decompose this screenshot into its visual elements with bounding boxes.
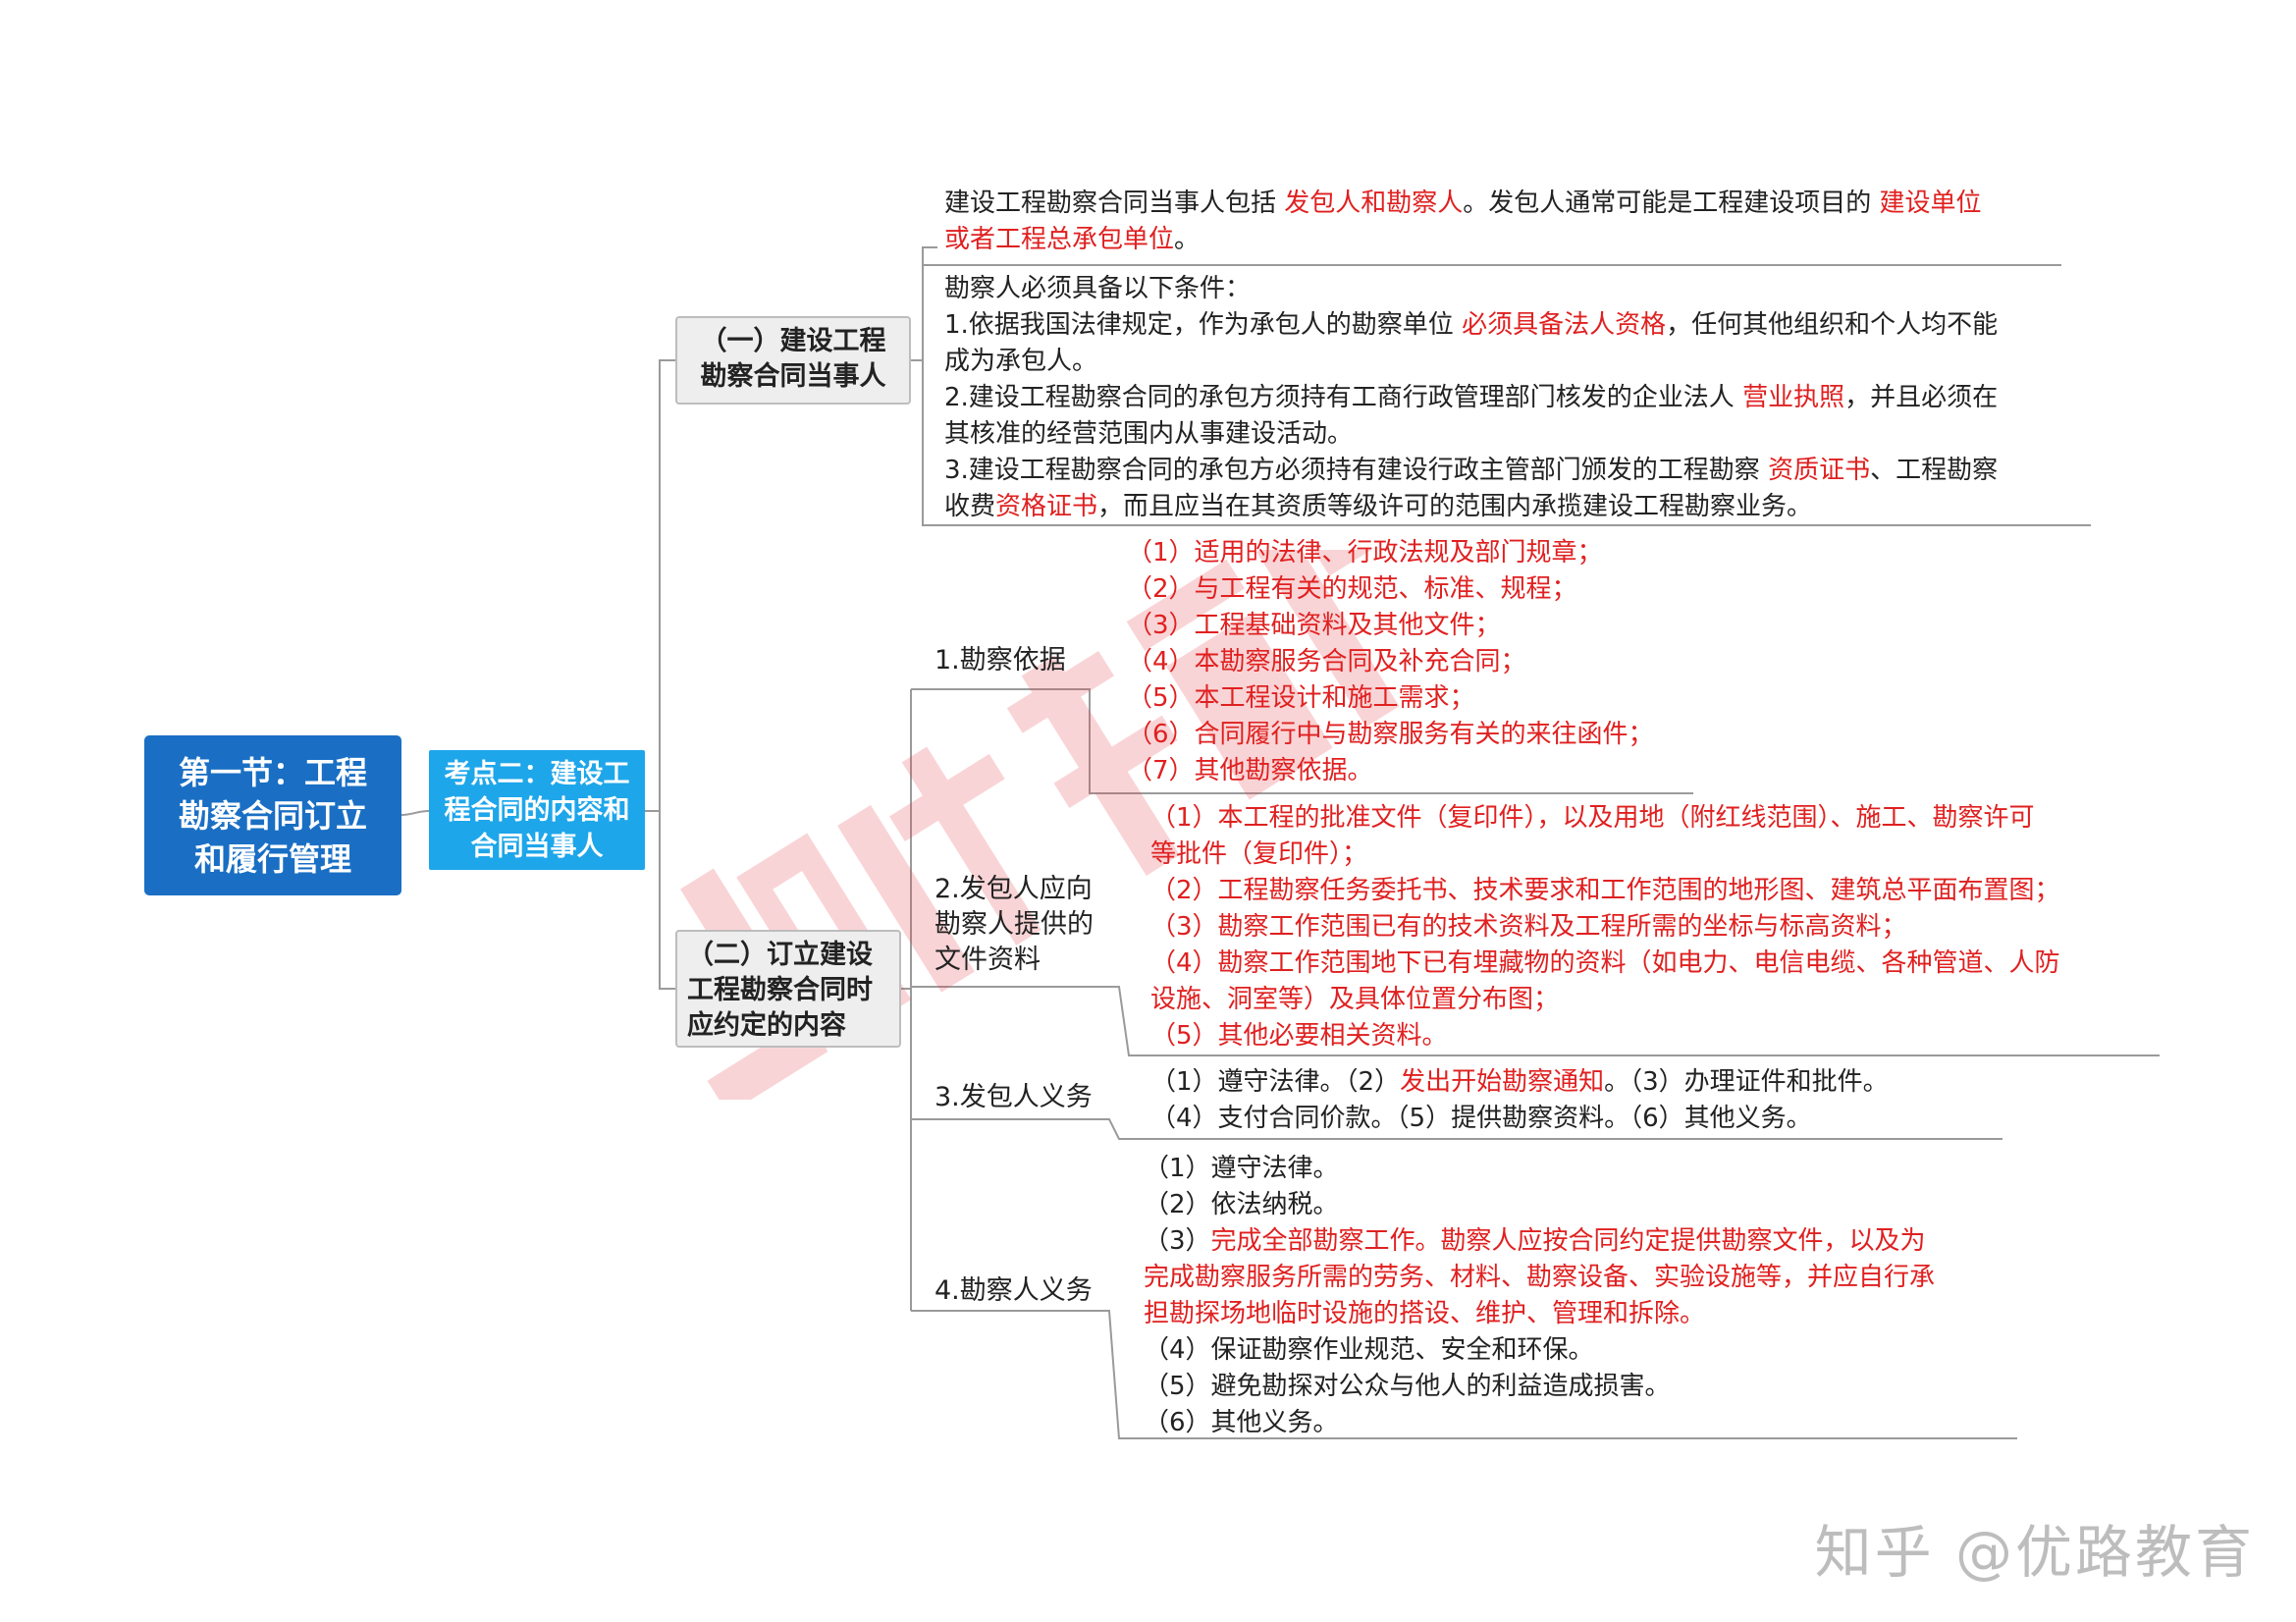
connector-b1 <box>911 688 1693 794</box>
connector-b4 <box>911 1310 2017 1439</box>
connector-b3 <box>911 1118 2002 1140</box>
p2-r5a: 3.建设工程勘察合同的承包方必须持有建设行政主管部门颁发的工程勘察 <box>944 456 1769 485</box>
kaodian-line1: 考点二：建设工 <box>444 758 630 789</box>
connector-kaodian-sec2 <box>659 811 675 990</box>
branch1-item: （4）本勘察服务合同及补充合同； <box>1127 647 1526 676</box>
branch1-item: （1）适用的法律、行政法规及部门规章； <box>1127 538 1603 568</box>
b3-r1b: 发出开始勘察通知 <box>1400 1067 1605 1097</box>
p2-r4: 其核准的经营范围内从事建设活动。 <box>944 419 1354 449</box>
p2-r6c: ，而且应当在其资质等级许可的范围内承揽建设工程勘察业务。 <box>1097 492 1813 521</box>
branch1-item: （6）合同履行中与勘察服务有关的来往函件； <box>1127 720 1654 749</box>
connector-sec1-p2 <box>922 360 2091 526</box>
b3-r2: （4）支付合同价款。（5）提供勘察资料。（6）其他义务。 <box>1150 1104 1812 1133</box>
p2-r3a: 2.建设工程勘察合同的承包方须持有工商行政管理部门核发的企业法人 <box>944 383 1743 412</box>
b4-item3-prefix: （3） <box>1144 1226 1211 1256</box>
section2-title-line1: （二）订立建设 <box>687 940 873 970</box>
branch1-items: （1）适用的法律、行政法规及部门规章； （2）与工程有关的规范、标准、规程； （… <box>1127 535 1654 789</box>
b4-item3-b: 完成勘察服务所需的劳务、材料、勘察设备、实验设施等，并应自行承 <box>1144 1263 1936 1292</box>
branch1-item: （7）其他勘察依据。 <box>1127 756 1373 785</box>
branch2-items: （1）本工程的批准文件（复印件），以及用地（附红线范围）、施工、勘察许可 等批件… <box>1150 800 2060 1054</box>
kaodian-line3: 合同当事人 <box>470 831 604 862</box>
branch1-item: （5）本工程设计和施工需求； <box>1127 683 1475 713</box>
branch2-item: 等批件（复印件）； <box>1150 839 1368 869</box>
p2-r1a: 1.依据我国法律规定，作为承包人的勘察单位 <box>944 310 1463 340</box>
p2-head: 勘察人必须具备以下条件： <box>944 274 1252 303</box>
section1-title-line2: 勘察合同当事人 <box>700 361 886 392</box>
branch1-item: （3）工程基础资料及其他文件； <box>1127 611 1501 640</box>
branch4-label: 4.勘察人义务 <box>934 1275 1093 1306</box>
b4-item5: （5）避免勘探对公众与他人的利益造成损害。 <box>1144 1372 1671 1401</box>
p2-r3b: 营业执照 <box>1742 383 1845 412</box>
branch2-item: （4）勘察工作范围地下已有埋藏物的资料（如电力、电信电缆、各种管道、人防 <box>1150 948 2060 978</box>
b3-r1c: 。（3）办理证件和批件。 <box>1604 1067 1889 1097</box>
b4-item3-c: 担勘探场地临时设施的搭设、维护、管理和拆除。 <box>1144 1299 1706 1328</box>
branch2-label-line1: 2.发包人应向 <box>934 874 1093 904</box>
section1-title-line1: （一）建设工程 <box>700 326 886 356</box>
branch2-item: （1）本工程的批准文件（复印件），以及用地（附红线范围）、施工、勘察许可 <box>1150 803 2035 833</box>
b4-item6: （6）其他义务。 <box>1144 1408 1339 1437</box>
branch2-label-line3: 文件资料 <box>934 945 1041 975</box>
b3-r1a: （1）遵守法律。（2） <box>1150 1067 1401 1097</box>
root-node: 第一节：工程 勘察合同订立 和履行管理 <box>144 735 401 895</box>
branch2-item: 设施、洞室等）及具体位置分布图； <box>1150 985 1560 1014</box>
kaodian-node: 考点二：建设工 程合同的内容和 合同当事人 <box>429 750 645 870</box>
branch2-item: （3）勘察工作范围已有的技术资料及工程所需的坐标与标高资料； <box>1150 912 1907 942</box>
p1-text-b: 发包人和勘察人 <box>1284 189 1464 218</box>
connector-root-kaodian <box>400 810 430 816</box>
section2-title-line3: 应约定的内容 <box>687 1010 846 1041</box>
section1-paragraph2: 勘察人必须具备以下条件： 1.依据我国法律规定，作为承包人的勘察单位 必须具备法… <box>944 271 1998 525</box>
p2-r2: 成为承包人。 <box>944 347 1098 376</box>
b4-item1: （1）遵守法律。 <box>1144 1154 1339 1183</box>
root-line1: 第一节：工程 <box>178 753 367 791</box>
p2-r1b: 必须具备法人资格 <box>1462 310 1667 340</box>
p2-r5c: 、工程勘察 <box>1870 456 1999 485</box>
root-line2: 勘察合同订立 <box>178 796 367 835</box>
p1-text-e: 或者工程总承包单位 <box>944 225 1175 254</box>
p1-text-a: 建设工程勘察合同当事人包括 <box>944 189 1285 218</box>
branch3-items: （1）遵守法律。（2）发出开始勘察通知。（3）办理证件和批件。 （4）支付合同价… <box>1150 1064 1889 1137</box>
section1-paragraph1: 建设工程勘察合同当事人包括 发包人和勘察人。发包人通常可能是工程建设项目的 建设… <box>944 186 1982 258</box>
p2-r6a: 收费 <box>944 492 996 521</box>
p2-r6b: 资格证书 <box>995 492 1098 521</box>
root-line3: 和履行管理 <box>193 839 351 878</box>
p1-text-c: 。发包人通常可能是工程建设项目的 <box>1463 189 1880 218</box>
b4-item2: （2）依法纳税。 <box>1144 1190 1339 1219</box>
connector-b2 <box>911 986 2160 1056</box>
branch2-label: 2.发包人应向 勘察人提供的 文件资料 <box>934 872 1094 978</box>
branch1-label: 1.勘察依据 <box>934 645 1066 676</box>
branch2-item: （2）工程勘察任务委托书、技术要求和工作范围的地形图、建筑总平面布置图； <box>1150 876 2060 905</box>
zhihu-credit: 知乎 @优路教育 <box>1814 1519 2255 1586</box>
branch2-label-line2: 勘察人提供的 <box>934 909 1094 940</box>
b4-item3-a: 完成全部勘察工作。勘察人应按合同约定提供勘察文件，以及为 <box>1210 1226 1926 1256</box>
branch3-label: 3.发包人义务 <box>934 1082 1093 1112</box>
b4-item4: （4）保证勘察作业规范、安全和环保。 <box>1144 1335 1594 1365</box>
branch2-item: （5）其他必要相关资料。 <box>1150 1021 1448 1051</box>
p2-r5b: 资质证书 <box>1768 456 1871 485</box>
kaodian-line2: 程合同的内容和 <box>444 794 630 826</box>
connector-sec2-trunk-up <box>901 689 912 990</box>
p1-text-d: 建设单位 <box>1879 189 1982 218</box>
branch4-items: （1）遵守法律。 （2）依法纳税。 （3）完成全部勘察工作。勘察人应按合同约定提… <box>1144 1151 1935 1441</box>
p2-r3c: ，并且必须在 <box>1844 383 1999 412</box>
section1-node: （一）建设工程 勘察合同当事人 <box>675 316 911 405</box>
section2-node: （二）订立建设 工程勘察合同时 应约定的内容 <box>675 930 901 1048</box>
branch1-item: （2）与工程有关的规范、标准、规程； <box>1127 574 1577 604</box>
p1-text-f: 。 <box>1174 225 1201 254</box>
section2-title-line2: 工程勘察合同时 <box>687 975 873 1005</box>
connector-kaodian-sec1 <box>645 359 675 812</box>
p2-r1c: ，任何其他组织和个人均不能 <box>1666 310 1999 340</box>
